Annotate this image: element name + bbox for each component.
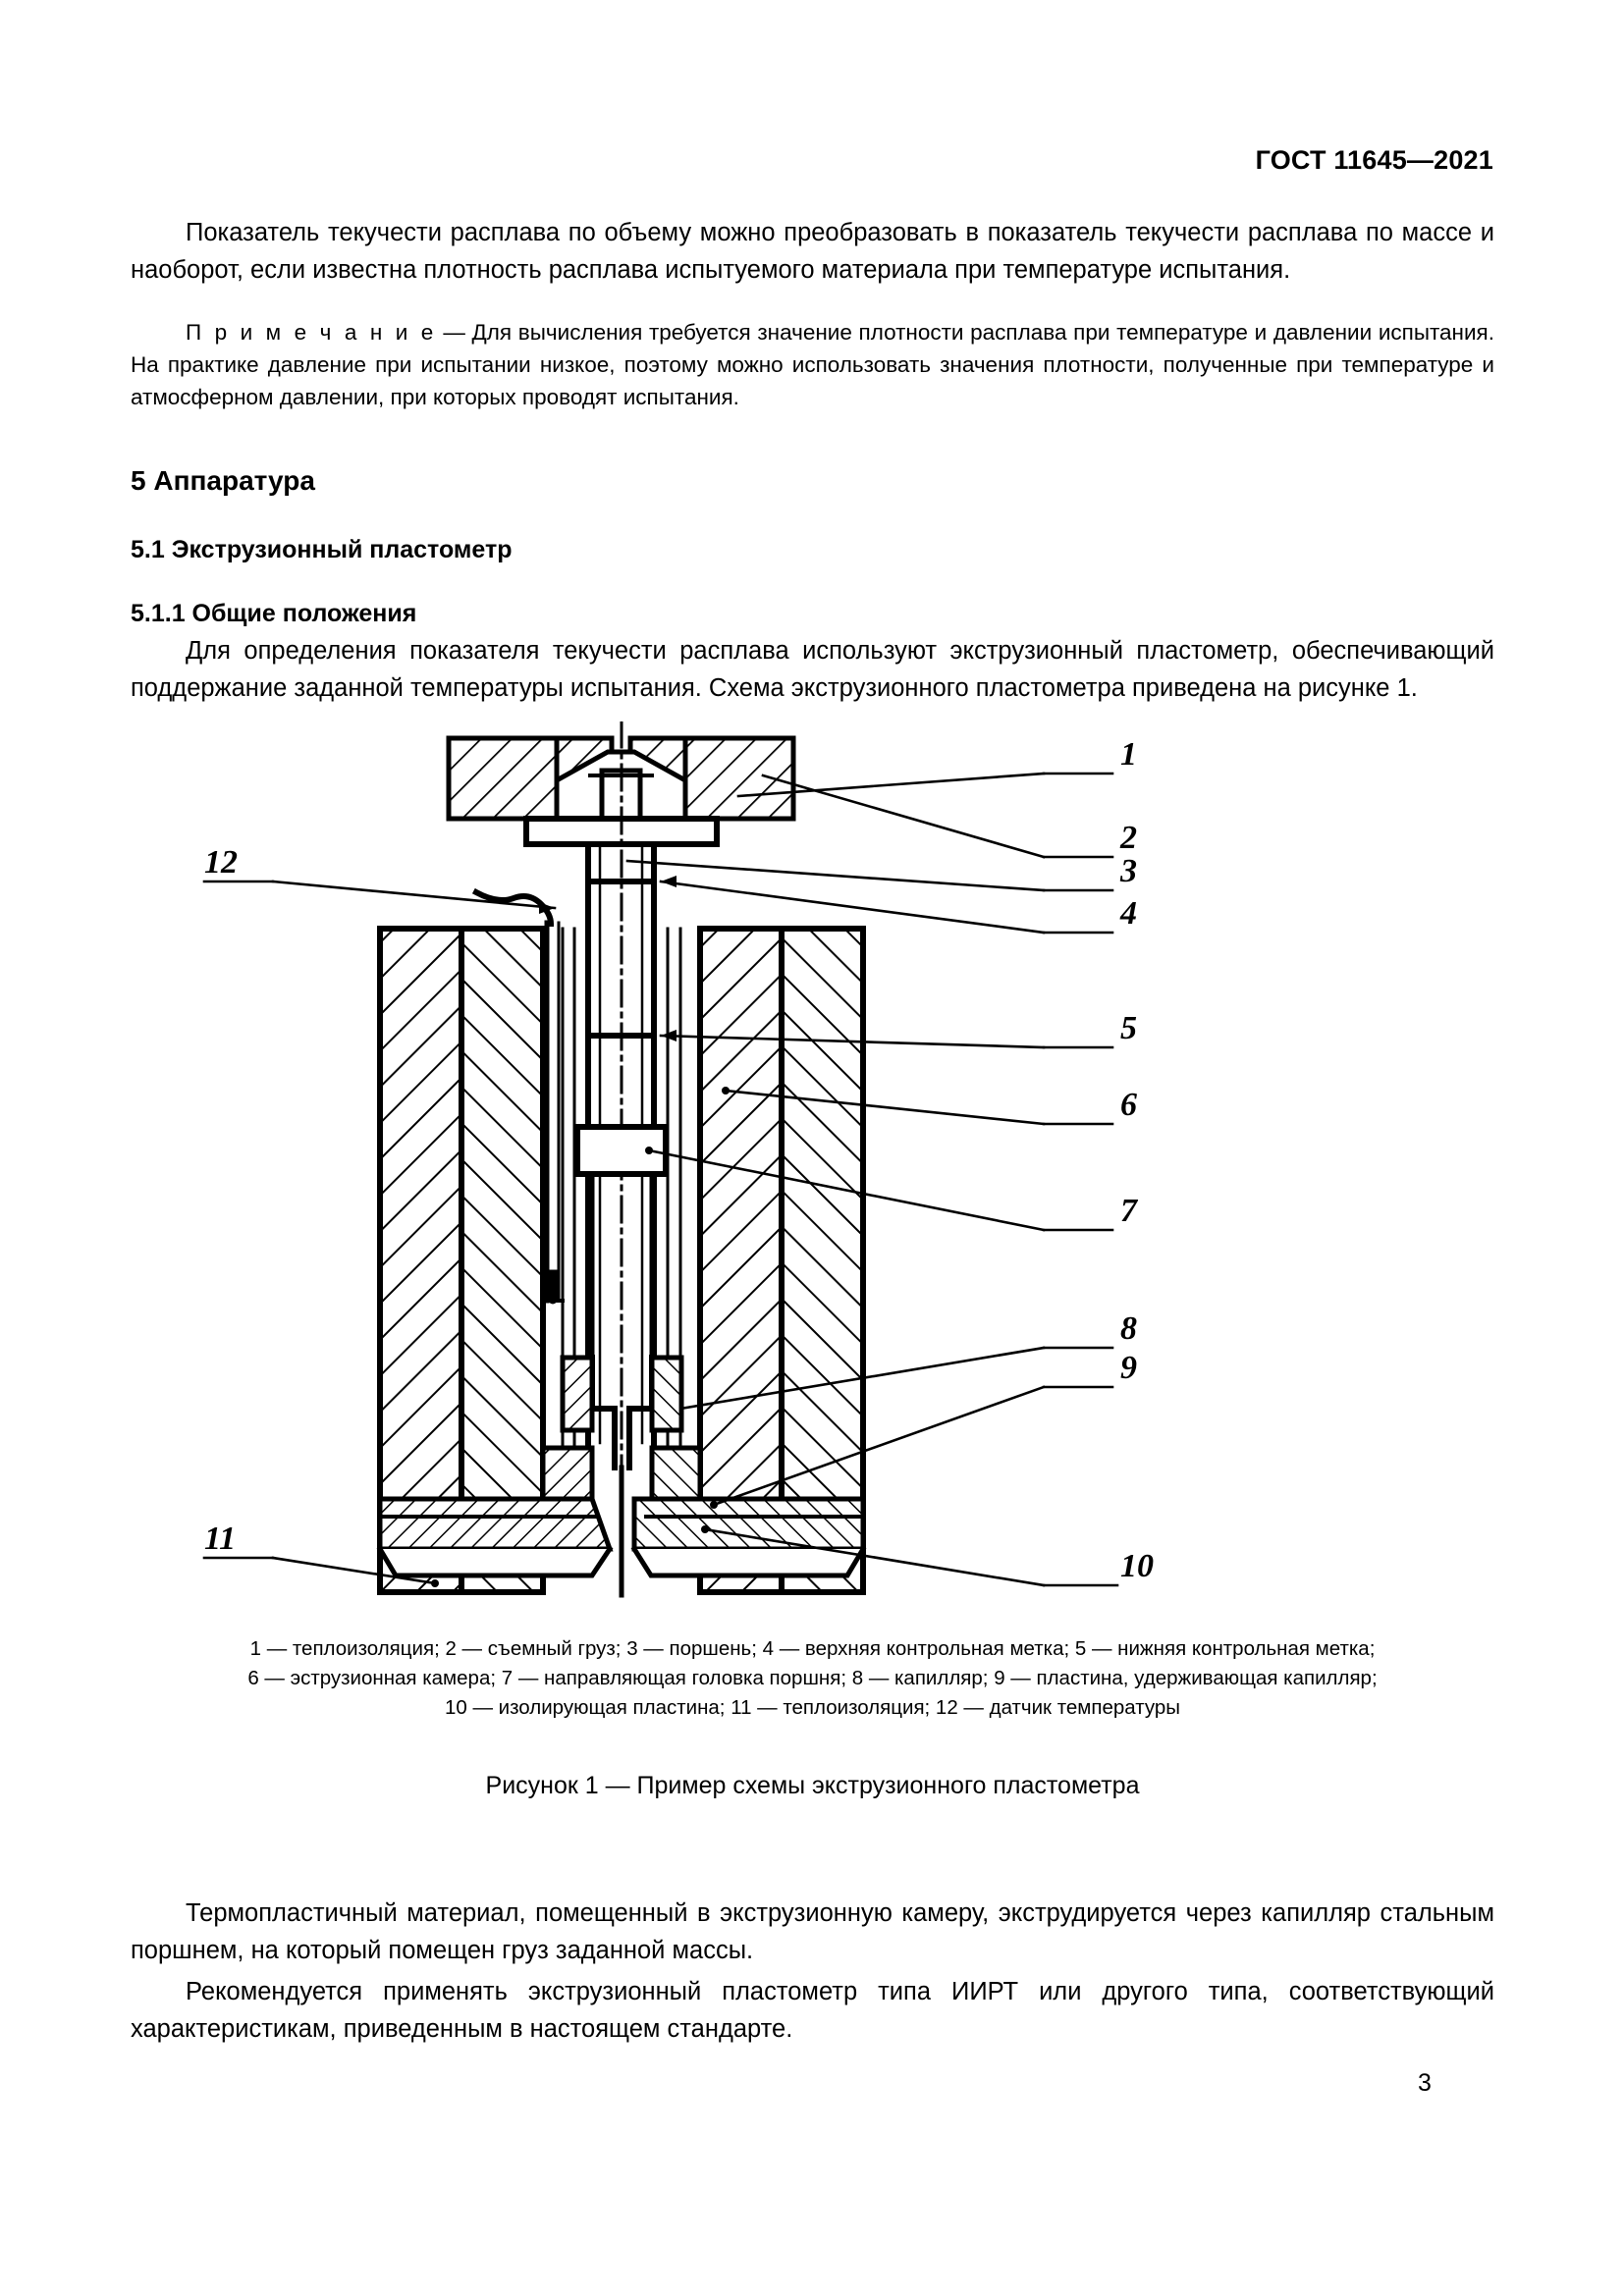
callout-number-2: 2: [1119, 820, 1137, 856]
heading-5-apparatus: 5 Аппаратура: [131, 465, 315, 496]
leader-4: [659, 880, 1046, 934]
leader-1: [736, 772, 1046, 798]
figure-1-drawing: 1 2 3 4 5 6 7 8 9 10 11 12: [131, 720, 1494, 1625]
leader-11: [271, 1556, 437, 1585]
callout-number-1: 1: [1120, 736, 1137, 773]
callout-number-12: 12: [204, 844, 238, 881]
figure-legend-line-3: 10 — изолирующая пластина; 11 — теплоизо…: [444, 1696, 1181, 1719]
figure-1-legend: 1 — теплоизоляция; 2 — съемный груз; 3 —…: [131, 1634, 1494, 1723]
document-body: Показатель текучести расплава по объему …: [131, 214, 1494, 707]
callout-number-5: 5: [1120, 1010, 1137, 1046]
capillary-retaining-plate: [377, 1496, 866, 1552]
insulating-plate: [376, 1445, 867, 1578]
callout-number-7: 7: [1120, 1193, 1139, 1229]
leader-5: [659, 1034, 1046, 1049]
piston-lower-shank: [589, 1171, 655, 1361]
paragraph-thermoplastic-extrusion: Термопластичный материал, помещенный в э…: [131, 1899, 1494, 1964]
extrusion-plastometer-schematic: 1 2 3 4 5 6 7 8 9 10 11 12: [202, 720, 1154, 1598]
leader-3: [625, 859, 1046, 892]
figure-1: 1 2 3 4 5 6 7 8 9 10 11 12 1 — теплоизол…: [131, 720, 1494, 1801]
leader-8: [678, 1346, 1046, 1411]
callout-number-8: 8: [1120, 1310, 1137, 1347]
heading-5-1-1-general: 5.1.1 Общие положения: [131, 600, 417, 627]
note-text: Для вычисления требуется значение плотно…: [131, 320, 1494, 409]
leader-6: [724, 1089, 1046, 1126]
heading-5-1-extrusion-plastometer: 5.1 Экструзионный пластометр: [131, 536, 513, 563]
capillary: [560, 1355, 684, 1470]
note-dash: —: [436, 320, 472, 345]
page-header-standard-number: ГОСТ 11645—2021: [1255, 145, 1493, 175]
callout-numbers: 1 2 3 4 5 6 7 8 9 10 11 12: [204, 736, 1154, 1584]
leader-9: [712, 1385, 1046, 1507]
paragraph-recommended-plastometer: Рекомендуется применять экструзионный пл…: [131, 1978, 1494, 2043]
figure-legend-line-1: 1 — теплоизоляция; 2 — съемный груз; 3 —…: [249, 1637, 1376, 1660]
callout-number-10: 10: [1120, 1548, 1154, 1584]
callout-number-3: 3: [1119, 853, 1137, 889]
figure-legend-line-2: 6 — эструзионная камера; 7 — направляюща…: [247, 1667, 1378, 1689]
callout-number-4: 4: [1119, 895, 1137, 932]
note-block: П р и м е ч а н и е — Для вычисления тре…: [131, 316, 1494, 413]
callout-number-6: 6: [1120, 1087, 1137, 1123]
callout-number-11: 11: [204, 1521, 236, 1557]
note-label: П р и м е ч а н и е: [186, 320, 437, 345]
leader-10: [703, 1527, 1046, 1587]
paragraph-melt-flow-conversion: Показатель текучести расплава по объему …: [131, 219, 1494, 284]
figure-1-caption: Рисунок 1 — Пример схемы экструзионного …: [485, 1772, 1140, 1799]
callout-leaders: [202, 772, 1119, 1587]
document-body-tail: Термопластичный материал, помещенный в э…: [131, 1895, 1494, 2048]
paragraph-plastometer-description: Для определения показателя текучести рас…: [131, 637, 1494, 702]
leader-7: [647, 1148, 1046, 1232]
leader-12: [271, 880, 557, 910]
thermal-insulation-body: [377, 926, 866, 1595]
leader-2: [761, 774, 1046, 859]
temperature-sensor-probe: [471, 887, 565, 1305]
callout-number-9: 9: [1120, 1350, 1137, 1386]
page-number: 3: [1418, 2069, 1432, 2097]
